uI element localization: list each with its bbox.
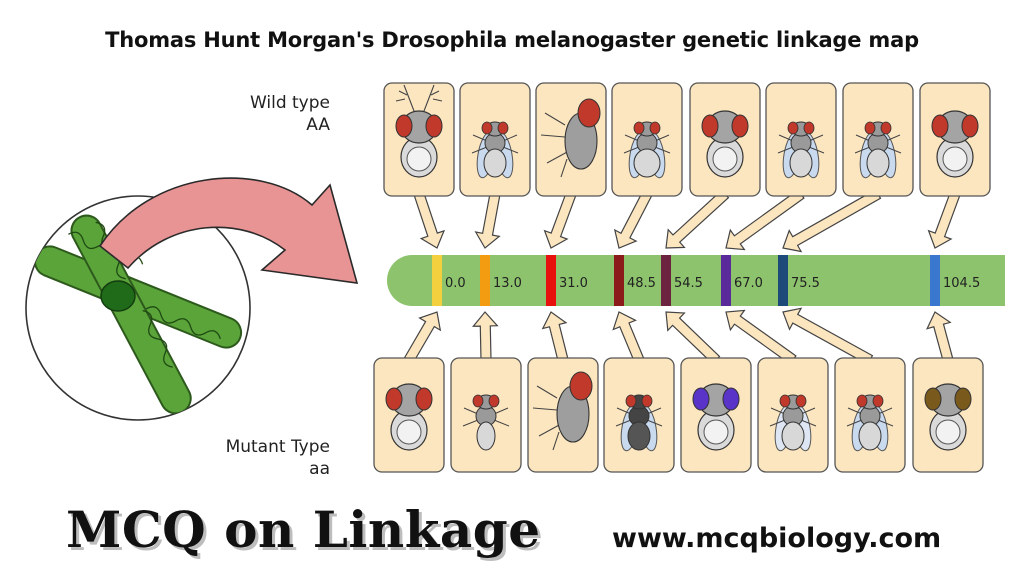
- wild-type-arrow-icon: [413, 191, 446, 249]
- wild-type-fly-card: [689, 82, 761, 197]
- wild-type-fly-icon: [854, 121, 902, 179]
- locus-band: [480, 255, 490, 306]
- footer-heading: MCQ on Linkage: [66, 500, 541, 559]
- wild-type-fly-card: [842, 82, 914, 197]
- wild-type-arrow-icon: [543, 191, 577, 249]
- mutant-fly-icon: [924, 383, 972, 451]
- wild-type-arrow-icon: [927, 191, 961, 249]
- mutant-type-label: Mutant Type aa: [190, 436, 330, 480]
- locus-band: [546, 255, 556, 306]
- wild-type-arrow-icon: [725, 189, 805, 251]
- locus-band: [778, 255, 788, 306]
- locus-position-label: 48.5: [627, 276, 656, 291]
- mutant-arrow-icon: [472, 311, 499, 361]
- mutant-arrow-icon: [612, 311, 645, 363]
- wild-type-arrow-icon: [782, 188, 882, 253]
- mutant-fly-icon: [692, 383, 740, 451]
- locus-position-label: 13.0: [493, 276, 522, 291]
- mutant-fly-icon: [385, 383, 433, 451]
- locus-position-label: 104.5: [943, 276, 980, 291]
- wild-type-fly-icon: [395, 84, 443, 178]
- chromosome-circle: [25, 195, 251, 421]
- wild-type-fly-card: [383, 82, 455, 197]
- mutant-arrow-icon: [665, 311, 721, 365]
- mutant-fly-icon: [532, 371, 593, 451]
- mutant-fly-card: [373, 357, 445, 473]
- wild-type-label: Wild type AA: [220, 92, 330, 136]
- mutant-fly-card: [757, 357, 829, 473]
- page-title: Thomas Hunt Morgan's Drosophila melanoga…: [105, 28, 919, 52]
- wild-type-fly-card: [535, 82, 607, 197]
- mutant-arrow-icon: [541, 311, 569, 362]
- locus-position-label: 75.5: [791, 276, 820, 291]
- wild-type-arrow-icon: [665, 189, 730, 249]
- chromosome-bar: [387, 255, 1005, 306]
- locus-position-label: 54.5: [674, 276, 703, 291]
- mutant-type-genotype: aa: [309, 459, 330, 479]
- wild-type-fly-card: [611, 82, 683, 197]
- mutant-fly-icon: [846, 394, 894, 452]
- locus-position-label: 0.0: [445, 276, 466, 291]
- mutant-fly-card: [912, 357, 984, 473]
- mutant-fly-card: [603, 357, 675, 473]
- wild-type-fly-icon: [931, 110, 979, 178]
- wild-type-fly-icon: [540, 98, 601, 178]
- mutant-fly-card: [450, 357, 522, 473]
- mutant-fly-card: [834, 357, 906, 473]
- curved-arrow-icon: [98, 177, 359, 284]
- wild-type-fly-card: [765, 82, 837, 197]
- locus-band: [432, 255, 442, 306]
- wild-type-genotype: AA: [306, 115, 330, 135]
- wild-type-fly-icon: [471, 121, 519, 179]
- locus-band: [614, 255, 624, 306]
- mutant-fly-card: [527, 357, 599, 473]
- locus-band: [661, 255, 671, 306]
- footer-website[interactable]: www.mcqbiology.com: [612, 523, 942, 554]
- wild-type-fly-icon: [777, 121, 825, 179]
- locus-band: [930, 255, 940, 306]
- mutant-fly-card: [680, 357, 752, 473]
- wild-type-fly-icon: [623, 121, 671, 179]
- wild-type-fly-card: [459, 82, 531, 197]
- locus-position-label: 31.0: [559, 276, 588, 291]
- wild-type-fly-icon: [701, 110, 749, 178]
- wild-type-text: Wild type: [249, 93, 330, 113]
- mutant-fly-icon: [615, 394, 663, 452]
- mutant-arrow-icon: [925, 311, 954, 363]
- wild-type-arrow-icon: [613, 190, 653, 249]
- mutant-type-text: Mutant Type: [225, 437, 330, 457]
- wild-type-arrow-icon: [474, 192, 501, 249]
- wild-type-fly-card: [919, 82, 991, 197]
- locus-position-label: 67.0: [734, 276, 763, 291]
- locus-band: [721, 255, 731, 306]
- mutant-fly-icon: [769, 394, 817, 452]
- mutant-arrow-icon: [403, 311, 442, 364]
- mutant-fly-icon: [462, 394, 510, 451]
